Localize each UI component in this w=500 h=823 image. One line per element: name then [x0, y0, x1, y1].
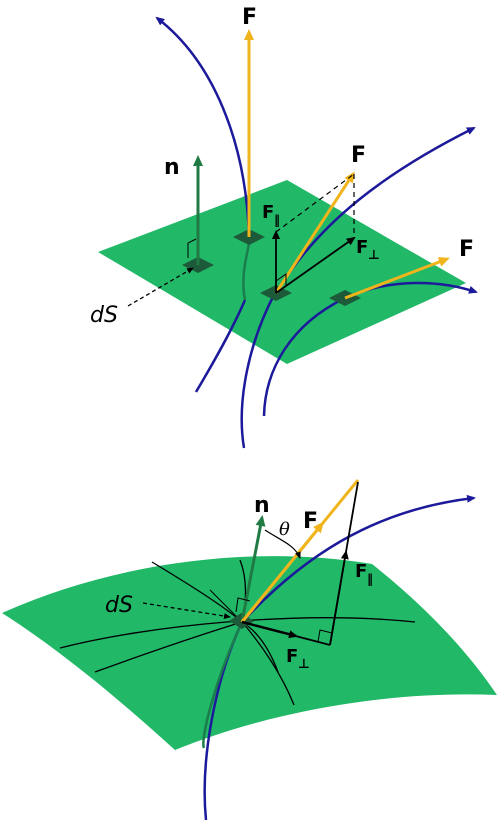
parallel-arrow-bottom: [329, 550, 349, 646]
normal-vector-bottom: [240, 515, 266, 623]
label-perp-sub-bottom: ⊥: [298, 657, 310, 672]
label-force-top: F: [242, 5, 257, 30]
perp-component: [275, 236, 356, 294]
label-normal-bottom: n: [254, 493, 270, 518]
label-perp-sub: ⊥: [368, 248, 380, 263]
surface-grid-v1: [151, 561, 243, 623]
bottom-panel: n θ F F ‖ F ⊥ dS: [2, 479, 497, 821]
right-angle-mark-bottom: [317, 629, 333, 643]
force-arrow-bottom: [240, 521, 324, 623]
field-line-left-above: [155, 16, 251, 238]
area-pointer: [127, 267, 194, 307]
label-angle: θ: [279, 519, 290, 540]
perp-arrow-bottom: [241, 620, 298, 639]
label-area-bottom: dS: [105, 593, 133, 618]
right-angle-mark-front: [275, 273, 287, 285]
field-line-left-below: [194, 299, 247, 393]
surface-grid-v2: [241, 621, 295, 706]
surface-grid-h2: [94, 621, 243, 673]
field-line-right-below: [262, 296, 346, 417]
top-panel: F n F F F ‖ F ⊥ dS: [90, 5, 478, 449]
label-parallel-sub: ‖: [274, 213, 280, 227]
force-vector-right: [344, 257, 450, 300]
flat-surface: [98, 180, 466, 364]
label-parallel-bottom: F: [355, 561, 367, 582]
label-perp: F: [356, 237, 368, 258]
label-area: dS: [90, 303, 118, 328]
label-parallel: F: [262, 202, 274, 223]
label-parallel-sub-bottom: ‖: [367, 572, 373, 586]
force-vector-front: [274, 171, 355, 294]
curved-surface: [2, 556, 497, 750]
label-force-right: F: [459, 237, 474, 262]
right-angle-mark-normal: [235, 597, 251, 613]
dashed-projection-top: [275, 173, 355, 233]
label-normal: n: [164, 155, 180, 180]
field-line-above: [241, 494, 476, 623]
angle-arc: [264, 529, 301, 559]
label-perp-bottom: F: [286, 646, 298, 667]
label-force-bottom: F: [303, 509, 318, 534]
label-force-front: F: [351, 143, 366, 168]
area-pointer-bottom: [142, 602, 231, 620]
right-angle-mark-left: [187, 238, 197, 258]
surface-grid-h1: [59, 617, 416, 649]
field-line-mid-below: [240, 292, 277, 449]
